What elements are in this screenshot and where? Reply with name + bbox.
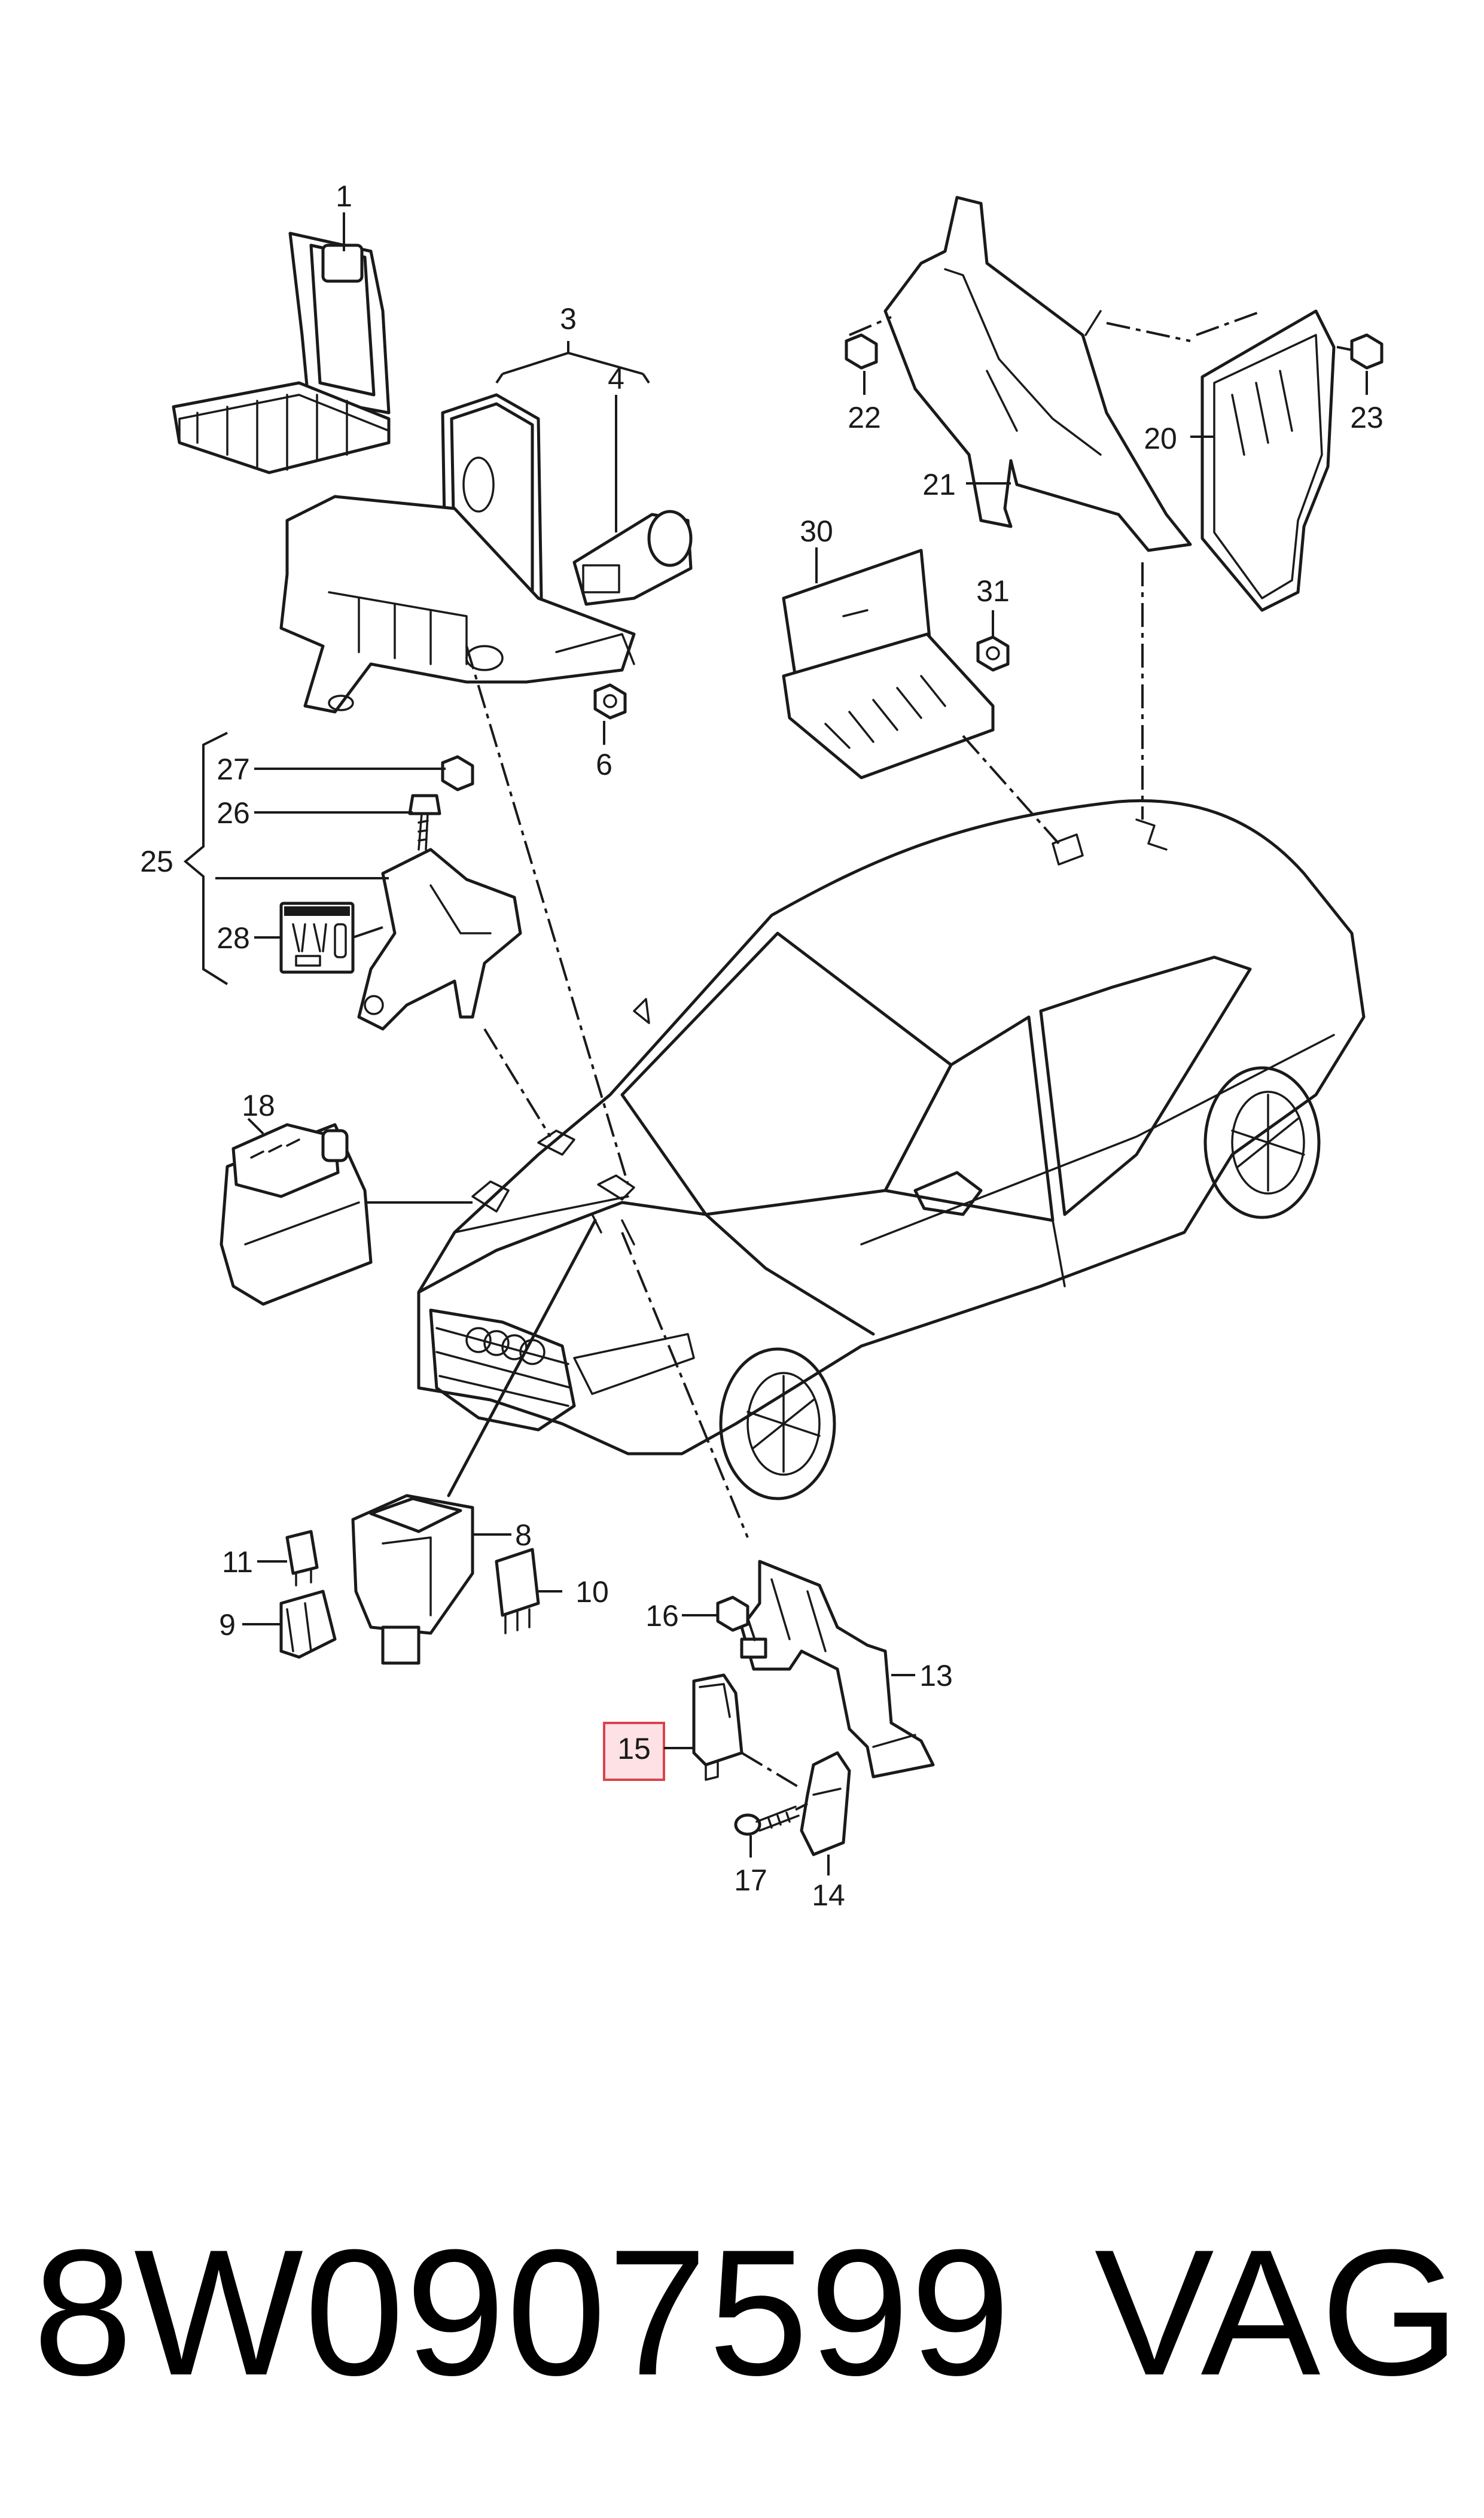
callout-3: 3: [560, 302, 577, 336]
part-10-relay: [495, 1548, 540, 1634]
part-31-nut: [976, 635, 1010, 672]
leader-25-to-car: [483, 1028, 551, 1138]
part-11-fuse: [285, 1530, 319, 1587]
callout-28: 28: [217, 921, 250, 955]
callout-11: 11: [222, 1545, 253, 1579]
callout-27: 27: [217, 753, 250, 786]
callout-22: 22: [848, 401, 881, 434]
callout-21: 21: [922, 468, 956, 501]
callout-4: 4: [608, 362, 624, 395]
brand-text: VAG: [1094, 2212, 1460, 2413]
part-3-relay-carrier: [279, 393, 636, 714]
part-25-bracket: [357, 848, 522, 1031]
callout-23: 23: [1350, 401, 1384, 434]
part-23-nut: [1350, 333, 1384, 370]
callout-17: 17: [734, 1864, 767, 1897]
part-14-bracket: [800, 1751, 851, 1856]
callout-10: 10: [575, 1575, 609, 1609]
part-27-nut: [441, 755, 474, 791]
callout-31: 31: [976, 574, 1010, 608]
part-16-nut: [716, 1596, 749, 1632]
part-20-cover: [1200, 309, 1336, 612]
part-1-fuse-holder: [172, 232, 391, 474]
callout-18: 18: [242, 1089, 275, 1122]
callout-20: 20: [1144, 422, 1177, 455]
callout-30: 30: [800, 514, 833, 548]
part-22-nut: [845, 333, 878, 370]
callout-13: 13: [919, 1659, 953, 1692]
group-25-brace: [183, 732, 228, 985]
callout-15-highlight: [603, 1722, 665, 1781]
callout-25: 25: [140, 845, 173, 878]
part-9-fuse-holder: [279, 1590, 337, 1659]
part-4-connector: [572, 510, 693, 606]
callout-26: 26: [217, 796, 250, 830]
part-15-relay: [692, 1673, 743, 1781]
part-30-fuse-box: [782, 549, 995, 780]
part-number-text: 8W0907599: [33, 2212, 1011, 2413]
leader-8-to-car: [447, 1219, 597, 1497]
callout-16: 16: [645, 1599, 679, 1633]
leader-30-to-car: [962, 735, 1060, 845]
part-6-nut: [593, 683, 627, 720]
leader-1-to-car: [465, 646, 629, 1185]
callout-14: 14: [812, 1878, 845, 1912]
part-28-label: [279, 902, 355, 974]
leader-13-to-car: [621, 1232, 749, 1538]
callout-6: 6: [596, 748, 613, 781]
part-8-relay: [351, 1494, 474, 1665]
part-13-bracket: [740, 1560, 935, 1779]
callout-15: 15: [617, 1732, 651, 1765]
part-17-screw: [734, 1805, 800, 1836]
callout-8: 8: [515, 1518, 532, 1552]
part-26-bolt: [408, 794, 441, 851]
part-21-bracket: [883, 196, 1192, 552]
callout-1: 1: [336, 179, 352, 213]
callout-9: 9: [219, 1608, 236, 1642]
car-illustration: [417, 799, 1366, 1500]
part-18-control-unit: [220, 1123, 373, 1306]
